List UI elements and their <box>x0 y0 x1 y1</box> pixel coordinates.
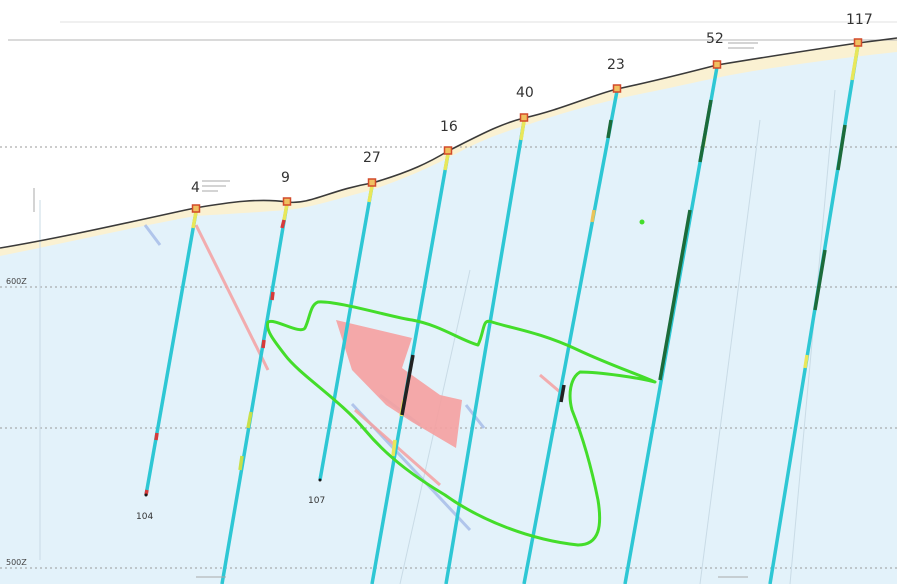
drillhole-label-52[interactable]: 52 <box>706 31 724 47</box>
collar-marker-16[interactable] <box>443 146 453 155</box>
drillhole-40-trace <box>444 120 526 584</box>
mineral-trace <box>194 224 270 371</box>
intercept <box>391 439 397 457</box>
collar-marker-4[interactable] <box>191 204 201 213</box>
intercept <box>270 291 275 301</box>
overburden-band <box>0 38 897 256</box>
bedrock-area <box>0 38 897 584</box>
structure-trace <box>143 224 162 246</box>
drillhole-label-117[interactable]: 117 <box>846 12 873 28</box>
hole-end-label-27: 107 <box>308 496 325 506</box>
illegible-annotations <box>33 42 758 578</box>
trace <box>789 89 836 584</box>
hole-end-marker <box>144 493 148 497</box>
intercept <box>367 185 374 203</box>
collar-marker-23[interactable] <box>612 84 622 93</box>
drillhole-label-16[interactable]: 16 <box>440 119 458 135</box>
drillhole-labels: 4 9 27 16 40 23 52 117 <box>191 12 873 196</box>
intercept <box>836 124 847 171</box>
drillhole-27-trace <box>318 185 374 481</box>
collar-markers <box>191 38 863 213</box>
level-label-500z: 500Z <box>6 558 27 567</box>
intercept <box>803 354 809 369</box>
drillhole-label-27[interactable]: 27 <box>363 150 381 166</box>
intercept <box>238 455 244 471</box>
drillhole-4-trace <box>144 211 198 496</box>
intercept <box>698 99 713 163</box>
intercept <box>400 354 415 416</box>
drillhole-9-trace <box>220 203 289 584</box>
hole-end-markers <box>144 478 322 497</box>
trace <box>699 119 761 584</box>
drillhole-label-23[interactable]: 23 <box>607 57 625 73</box>
mineral-trace <box>539 373 561 394</box>
intercept <box>191 211 198 229</box>
drillhole-label-40[interactable]: 40 <box>516 85 534 101</box>
collar-marker-27[interactable] <box>367 178 377 187</box>
drillhole-label-9[interactable]: 9 <box>281 170 290 186</box>
intercept <box>813 249 827 311</box>
collar-marker-117[interactable] <box>853 38 863 47</box>
intercept <box>443 153 450 171</box>
intercept <box>850 44 860 81</box>
intercept <box>154 432 159 441</box>
hole-end-label-4: 104 <box>136 512 153 522</box>
intercept <box>261 339 266 349</box>
intercept <box>280 219 286 229</box>
level-label-600z: 600Z <box>6 277 27 286</box>
drillhole-23-trace <box>522 90 619 584</box>
intercept <box>282 203 289 221</box>
intercept <box>658 209 692 381</box>
intercept <box>246 411 253 429</box>
collar-marker-52[interactable] <box>712 60 722 69</box>
drillhole-label-4[interactable]: 4 <box>191 180 200 196</box>
intercept <box>606 119 613 139</box>
collar-marker-9[interactable] <box>282 197 292 206</box>
intercept <box>590 209 596 223</box>
intercept <box>519 120 526 141</box>
hole-end-marker <box>318 478 322 482</box>
mineralized-zone <box>336 320 462 448</box>
interpretation-point <box>639 219 645 225</box>
interpretation-outline <box>265 300 657 547</box>
intercept <box>559 384 566 403</box>
collar-marker-40[interactable] <box>519 113 529 122</box>
